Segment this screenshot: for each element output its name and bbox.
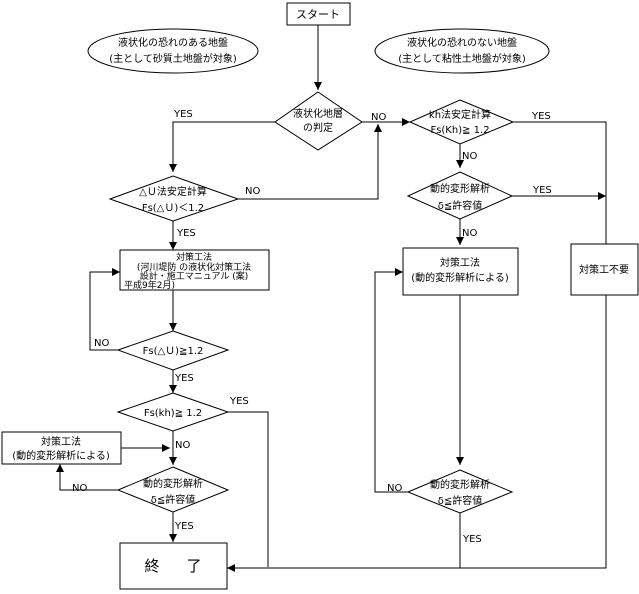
no-measure-label: 対策工不要 [579,263,629,276]
no-measure-box: 対策工不要 [570,243,639,296]
dyn-left-decision: 動的変形解析 δ≦許容値 [116,466,230,513]
measure-left-box: 対策工法 (河川堤防 の液状化対策工法 設計・施工マニュアル (案) 平成9年2… [119,249,270,291]
note-right: 液状化の恐れのない地盤 (主として粘性土地盤が対象) [374,28,550,74]
judge-line2: の判定 [303,121,333,134]
edge-check-kh-yes [228,411,269,566]
label-dyn-bottom-no: NO [387,483,402,494]
label-dyn-bottom-yes: YES [462,534,482,545]
label-judge-yes: YES [173,109,193,120]
kh-calc-line1: kh法安定計算 [429,108,491,121]
dyn-right-bottom-decision: 動的変形解析 δ≦許容値 [406,469,514,514]
label-dyn-top-yes: YES [532,185,552,196]
kh-calc-decision: kh法安定計算 Fs(Kh)≧ 1.2 [408,99,515,145]
check-kh-decision: Fs(kh)≧ 1.2 [116,392,230,432]
label-du-yes: YES [176,228,196,239]
judge-line1: 液状化地層 [293,107,343,120]
measure-left-line3: 設計・施工マニュアル (案) [140,270,249,282]
check-du-label: Fs(△Ｕ)≧1.2 [143,346,204,357]
label-dyn-left-no: NO [72,483,87,494]
check-du-decision: Fs(△Ｕ)≧1.2 [116,330,230,371]
label-check-kh-no: NO [175,440,190,451]
note-right-line2: (主として粘性土地盤が対象) [398,52,526,65]
edge-labels: YES NO YES NO NO YES YES NO NO YES YES N… [72,109,552,545]
end-node: 終 了 [119,542,228,590]
check-kh-label: Fs(kh)≧ 1.2 [144,408,202,419]
measure-right-box: 対策工法 (動的変形解析による) [402,247,519,296]
label-dyn-top-no: NO [462,228,477,239]
dyn-right-bottom-line2: δ≦許容値 [438,494,483,507]
edge-dyn-left-no [56,464,118,491]
label-dyn-left-yes: YES [174,521,194,532]
dyn-right-bottom-line1: 動的変形解析 [430,478,490,491]
edge-dyn-bottom-no [374,268,408,493]
dyn-left-line2: δ≦許容値 [151,493,196,506]
label-check-du-no: NO [94,338,109,349]
label-kh-no: NO [462,151,477,162]
measure-right-line2: (動的変形解析による) [411,271,509,284]
note-left-line1: 液状化の恐れのある地盤 [118,36,228,49]
measure-left-line1: 対策工法 [176,251,212,263]
label-check-du-yes: YES [174,373,194,384]
judge-decision: 液状化地層 の判定 [274,91,363,151]
edge-kh-yes-and-return [227,121,607,572]
measure-dyn-left-box: 対策工法 (動的変形解析による) [1,431,122,465]
dyn-right-top-line1: 動的変形解析 [430,182,490,195]
du-calc-decision: △Ｕ法安定計算 Fs(△Ｕ)＜1.2 [108,175,240,222]
du-calc-line2: Fs(△Ｕ)＜1.2 [142,203,204,214]
measure-left-line4: 平成9年2月) [124,279,175,291]
note-left-line2: (主として砂質土地盤が対象) [109,52,237,65]
edge-check-du-no [89,268,120,351]
start-label: スタート [296,8,340,21]
note-left: 液状化の恐れのある地盤 (主として砂質土地盤が対象) [87,28,259,74]
measure-dyn-left-line1: 対策工法 [41,435,81,448]
end-label: 終 了 [144,557,207,575]
measure-left-line2: (河川堤防 の液状化対策工法 [137,261,251,273]
edge-du-no [238,124,382,200]
edge-judge-yes [169,121,275,172]
connectors [56,25,607,572]
measure-right-line1: 対策工法 [440,256,480,269]
kh-calc-line2: Fs(Kh)≧ 1.2 [430,125,489,136]
label-judge-no: NO [371,112,386,123]
measure-dyn-left-line2: (動的変形解析による) [12,449,110,462]
dyn-left-line1: 動的変形解析 [143,477,203,490]
dyn-right-top-line2: δ≦許容値 [438,199,483,212]
label-du-no: NO [245,186,260,197]
label-kh-yes: YES [531,111,551,122]
du-calc-line1: △Ｕ法安定計算 [139,185,207,198]
note-right-line1: 液状化の恐れのない地盤 [407,36,517,49]
dyn-right-top-decision: 動的変形解析 δ≦許容値 [406,171,514,220]
start-node: スタート [286,2,351,26]
label-check-kh-yes: YES [229,396,249,407]
